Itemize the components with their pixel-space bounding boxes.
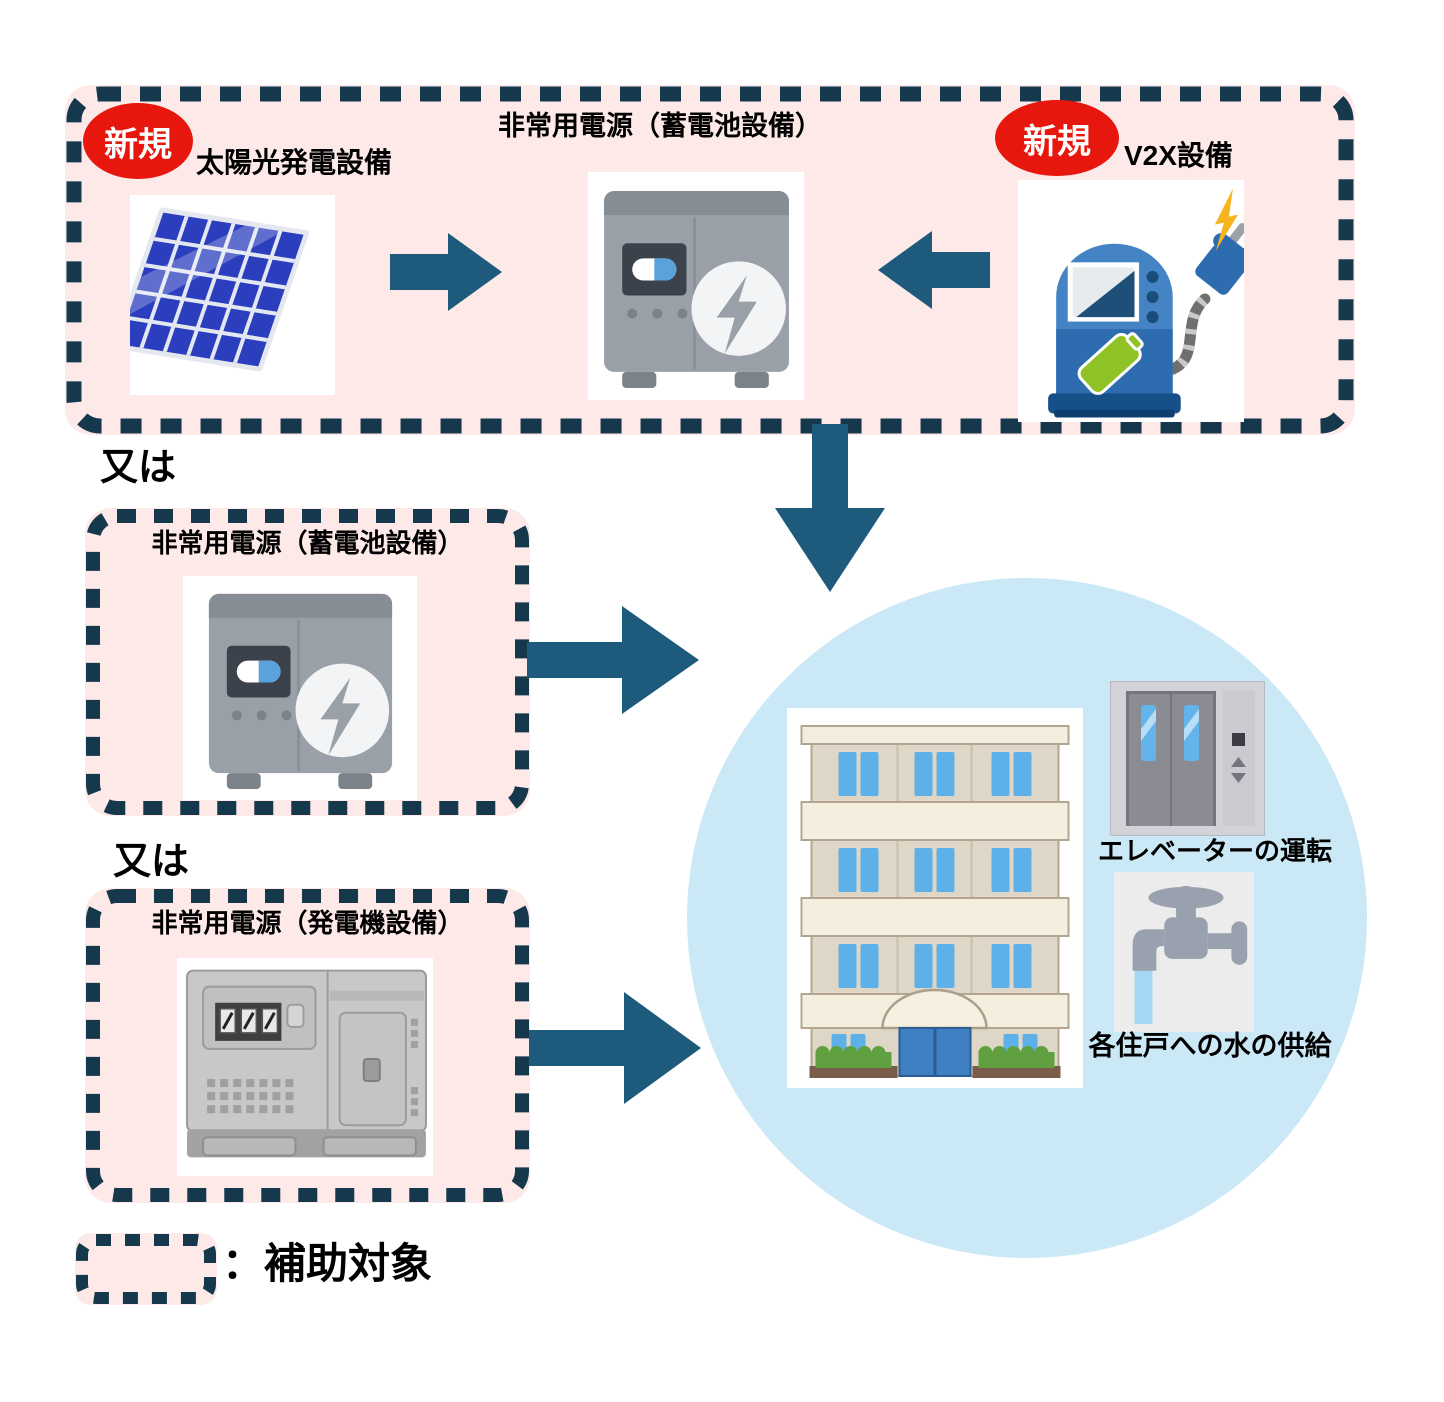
- new-badge-v2x: 新規: [995, 100, 1119, 176]
- storage-battery-icon: [183, 576, 417, 800]
- v2x-charger-icon: [1018, 180, 1244, 422]
- battery-alternative-box: 非常用電源（蓄電池設備）: [85, 508, 530, 816]
- generator-alt-title: 非常用電源（発電機設備）: [151, 908, 464, 938]
- water-supply-caption: 各住戸への水の供給: [1088, 1031, 1332, 1061]
- new-badge-v2x-label: 新規: [1023, 122, 1091, 161]
- arrow-right-icon: [390, 233, 502, 311]
- or-label-1: 又は: [100, 447, 177, 489]
- battery-title-top: 非常用電源（蓄電池設備）: [498, 111, 822, 141]
- legend-swatch: [75, 1233, 217, 1305]
- dashed-border: [76, 1234, 216, 1304]
- storage-battery-icon: [588, 172, 804, 400]
- arrow-left-icon: [878, 231, 990, 309]
- or-label-2: 又は: [113, 841, 190, 883]
- apartment-building-icon: [787, 708, 1083, 1088]
- arrow-down-icon: [775, 424, 885, 592]
- solar-panel-icon: [130, 195, 335, 395]
- generator-icon: [177, 958, 433, 1176]
- new-badge-solar: 新規: [83, 103, 193, 179]
- elevator-caption: エレベーターの運転: [1097, 836, 1332, 866]
- battery-alt-title: 非常用電源（蓄電池設備）: [151, 528, 464, 558]
- water-faucet-icon: [1114, 872, 1254, 1032]
- arrow-right-icon: [529, 992, 701, 1104]
- arrow-right-icon: [527, 606, 699, 714]
- elevator-icon: [1110, 681, 1265, 836]
- new-badge-solar-label: 新規: [104, 125, 172, 164]
- solar-equipment-label: 太陽光発電設備: [196, 147, 393, 178]
- legend-caption: ：補助対象: [222, 1240, 433, 1287]
- v2x-equipment-label: V2X設備: [1124, 140, 1233, 171]
- generator-alternative-box: 非常用電源（発電機設備）: [85, 888, 530, 1203]
